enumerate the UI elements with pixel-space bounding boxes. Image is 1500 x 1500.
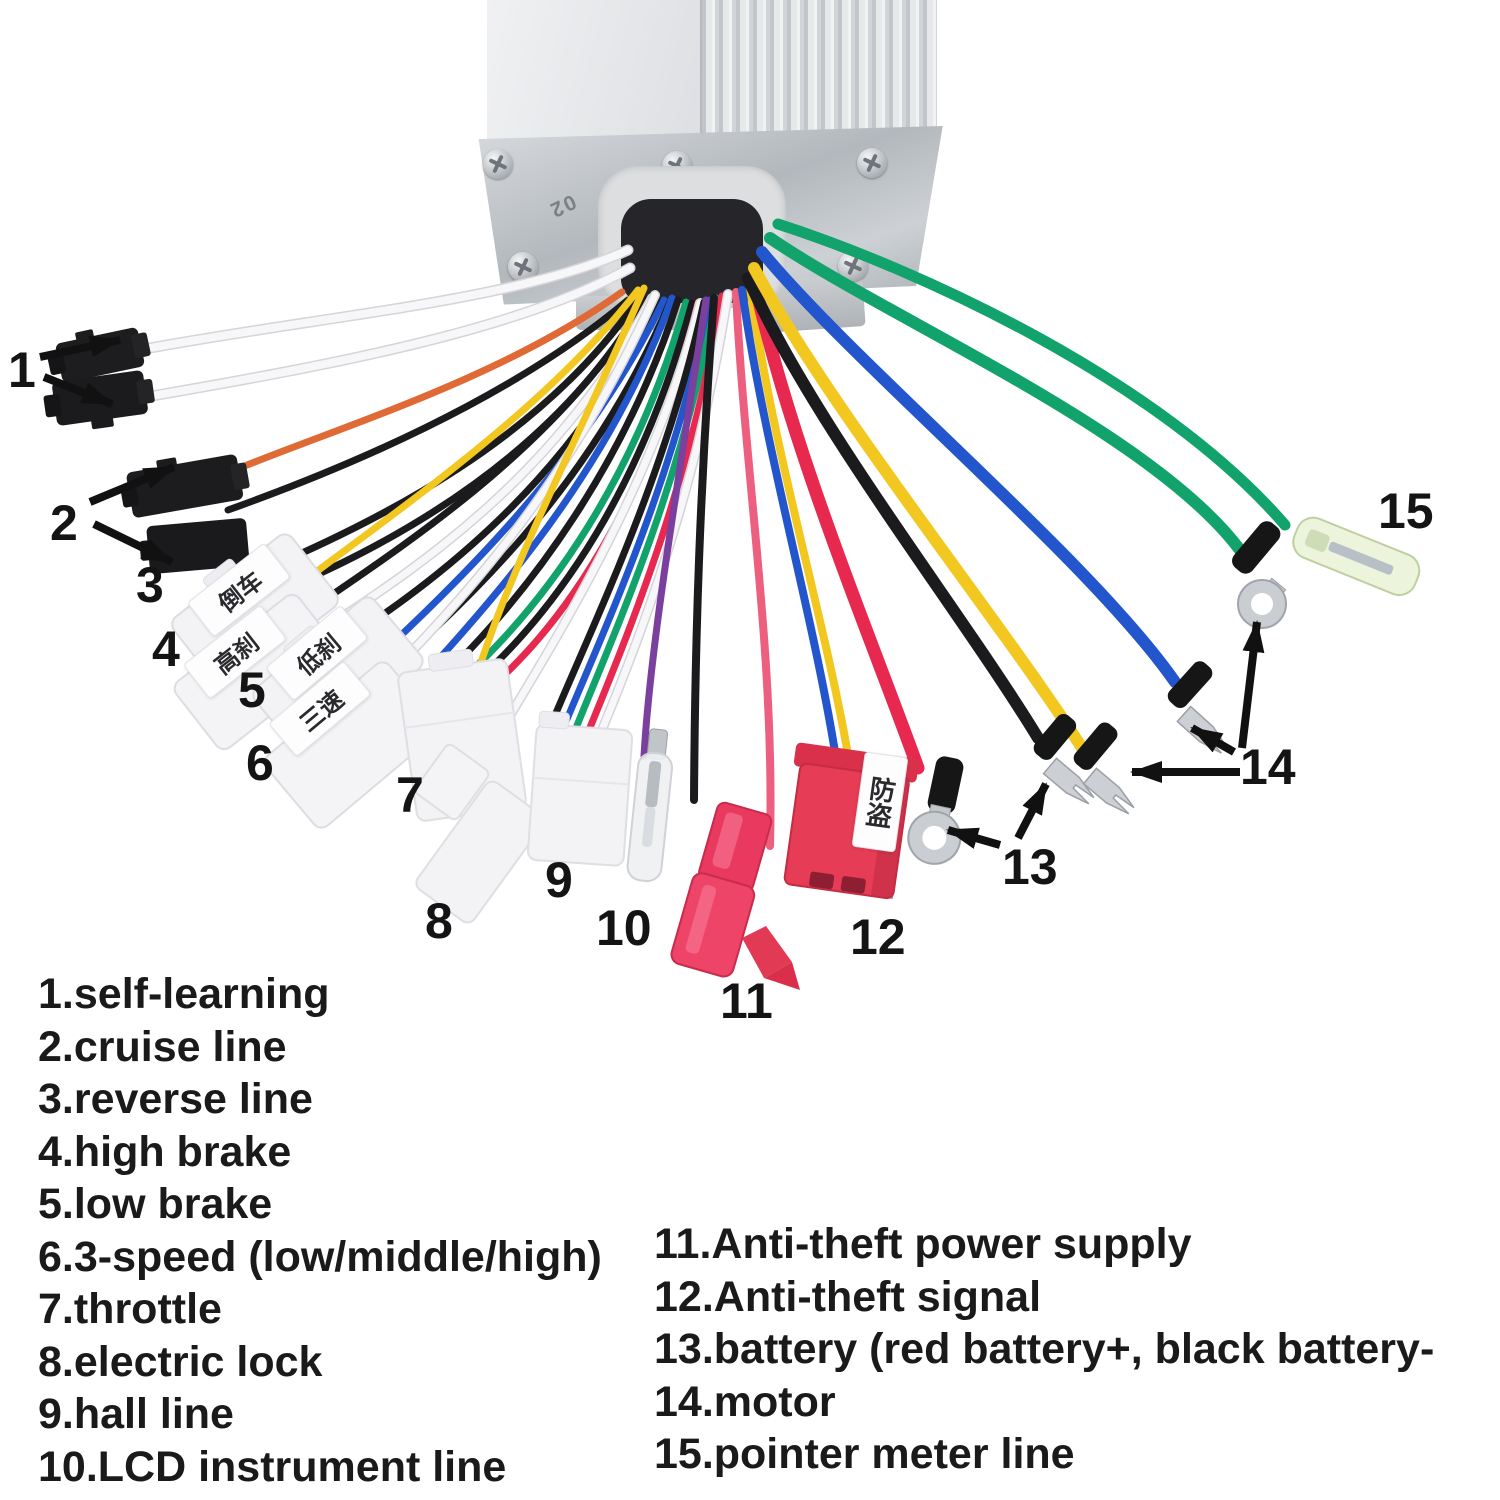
callout-3: 3 bbox=[136, 557, 164, 613]
legend-item: 5.low brake bbox=[38, 1180, 273, 1228]
legend-item: 12.Anti-theft signal bbox=[654, 1272, 1042, 1321]
arrow-to-battery-fork bbox=[1014, 782, 1050, 840]
legend-item: 3.reverse line bbox=[38, 1075, 313, 1123]
terminal-battery-red-ring bbox=[907, 756, 964, 865]
callout-13: 13 bbox=[1002, 839, 1058, 895]
callout-6: 6 bbox=[246, 735, 274, 791]
wire-harness bbox=[144, 218, 1291, 850]
terminal-motor-green-ring bbox=[1232, 521, 1287, 629]
arrow-to-motor-green-ring bbox=[1238, 620, 1265, 749]
legend-left-column: 1.self-learning 2.cruise line 3.reverse … bbox=[38, 968, 678, 1493]
arrow-to-self-learning-b bbox=[42, 373, 114, 408]
wire-blue bbox=[434, 294, 676, 664]
legend-item: 4.high brake bbox=[38, 1127, 292, 1176]
terminal-pointer-meter-bullet bbox=[1292, 516, 1421, 597]
callout-4: 4 bbox=[152, 621, 180, 677]
callout-15: 15 bbox=[1378, 483, 1434, 539]
legend-item: 2.cruise line bbox=[38, 1022, 287, 1071]
terminal-battery-black-fork bbox=[1033, 714, 1099, 810]
wire-red-battery bbox=[749, 281, 925, 775]
legend-item: 8.electric lock bbox=[38, 1337, 323, 1386]
legend-item: 14.motor bbox=[654, 1377, 836, 1426]
wire-black bbox=[448, 296, 682, 672]
arrow-to-battery-ring bbox=[946, 826, 1002, 849]
arrow-to-cruise-b bbox=[92, 520, 174, 566]
callout-8: 8 bbox=[425, 893, 453, 949]
legend-item: 15.pointer meter line bbox=[654, 1430, 1075, 1478]
arrow-to-motor-blue-fork bbox=[1190, 724, 1236, 756]
arrow-to-cruise-a bbox=[88, 463, 176, 506]
wire-black-battery bbox=[742, 272, 1044, 744]
legend-item: 11.Anti-theft power supply bbox=[654, 1220, 1192, 1268]
callout-arrows bbox=[39, 335, 1265, 849]
callout-11: 11 bbox=[720, 973, 773, 1029]
wire-green bbox=[568, 294, 720, 742]
legend-item: 7.throttle bbox=[38, 1285, 222, 1333]
wire-blue-motor bbox=[756, 246, 1181, 688]
wire-white bbox=[148, 264, 634, 400]
callout-7: 7 bbox=[396, 767, 424, 823]
callout-10: 10 bbox=[596, 900, 652, 956]
controller-heatsink-fins bbox=[700, 0, 937, 136]
callout-9: 9 bbox=[545, 852, 573, 908]
connector-anti-theft-power bbox=[670, 801, 800, 990]
wire-black bbox=[544, 298, 708, 736]
wire-white bbox=[146, 246, 632, 352]
legend-item: 9.hall line bbox=[38, 1390, 234, 1438]
terminal-motor-yellow-fork bbox=[1073, 722, 1139, 820]
connector-lcd-instrument bbox=[626, 728, 674, 883]
legend-item: 13.battery (red battery+, black battery- bbox=[654, 1325, 1435, 1373]
wire-black bbox=[690, 294, 718, 804]
callout-5: 5 bbox=[238, 662, 266, 718]
callout-1: 1 bbox=[8, 342, 36, 398]
terminal-motor-blue-fork bbox=[1167, 661, 1232, 759]
screw-icon bbox=[483, 149, 513, 179]
legend-item: 1.self-learning bbox=[38, 970, 330, 1018]
wire-yellow-motor bbox=[748, 262, 1088, 754]
legend-item: 6.3-speed (low/middle/high) bbox=[38, 1232, 602, 1281]
wire-orange bbox=[226, 288, 626, 476]
callout-14: 14 bbox=[1240, 739, 1296, 795]
wire-green-motor bbox=[764, 232, 1246, 556]
wire-yellow bbox=[746, 284, 852, 759]
screw-icon bbox=[857, 148, 887, 178]
connector-electric-lock bbox=[414, 743, 545, 924]
wire-purple bbox=[640, 296, 710, 760]
legend-right-column: 11.Anti-theft power supply 12.Anti-theft… bbox=[654, 1218, 1500, 1481]
connector-self-learning bbox=[43, 327, 155, 430]
wire-green-meter bbox=[772, 218, 1291, 531]
callout-2: 2 bbox=[50, 495, 78, 551]
wire-blue bbox=[738, 286, 839, 756]
wire-green bbox=[462, 298, 690, 680]
wire-black bbox=[224, 296, 632, 514]
connector-hall bbox=[526, 710, 634, 867]
wire-pink bbox=[732, 288, 775, 850]
wire-black bbox=[473, 299, 696, 685]
arrow-to-self-learning-a bbox=[39, 335, 122, 361]
legend-item: 10.LCD instrument line bbox=[38, 1442, 507, 1491]
callout-12: 12 bbox=[850, 909, 906, 965]
